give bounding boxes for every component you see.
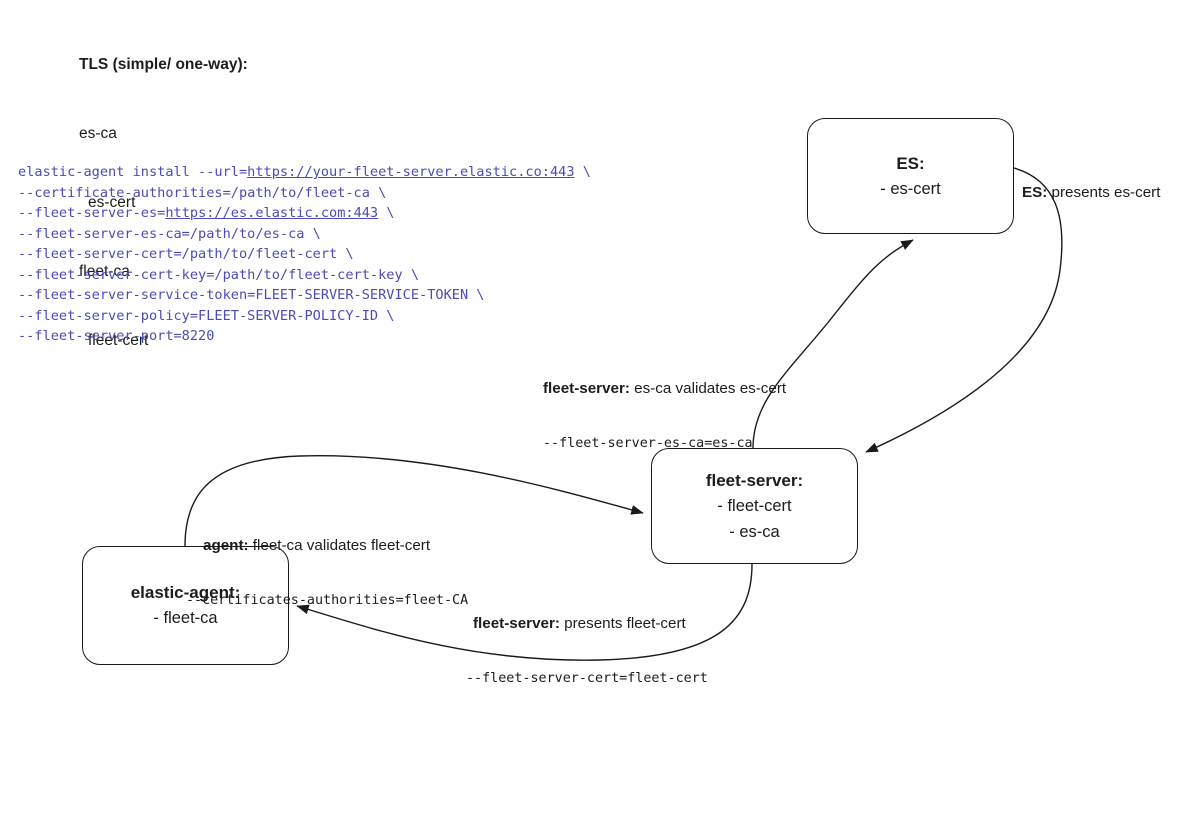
install-command-line-5: --fleet-server-cert=/path/to/fleet-cert … (18, 244, 591, 265)
tls-legend-item-fleet-ca: fleet-ca (79, 263, 130, 280)
node-fleet-server-line-2: - es-ca (729, 522, 780, 541)
edge-label-es-presents: ES: presents es-cert (1022, 145, 1160, 240)
edge-label-fleet-presents-mono: --fleet-server-cert=fleet-cert (466, 671, 708, 686)
edge-label-fleet-validates-rest: es-ca validates es-cert (629, 380, 787, 397)
install-command-text: elastic-agent install --url= (18, 164, 248, 180)
install-command-line-2: --certificate-authorities=/path/to/fleet… (18, 183, 591, 204)
node-es[interactable]: ES: - es-cert (807, 118, 1014, 234)
install-command-line-1: elastic-agent install --url=https://your… (18, 162, 591, 183)
node-fleet-server-title: fleet-server: (705, 470, 804, 490)
install-command-text: --fleet-server-policy=FLEET-SERVER-POLIC… (18, 307, 395, 324)
install-command-line-9: --fleet-server-port=8220 (18, 326, 591, 347)
edge-label-fleet-validates: fleet-server: es-ca validates es-cert --… (543, 343, 786, 490)
install-command-text: --fleet-server-es= (18, 205, 166, 221)
edge-label-fleet-presents: fleet-server: presents fleet-cert --flee… (466, 578, 708, 725)
node-elastic-agent[interactable]: elastic-agent: - fleet-ca (82, 546, 289, 665)
install-command-text: \ (574, 164, 591, 180)
edge-label-fleet-presents-bold: fleet-server: (473, 615, 560, 632)
node-fleet-server[interactable]: fleet-server: - fleet-cert - es-ca (651, 448, 858, 564)
install-command-line-7: --fleet-server-service-token=FLEET-SERVE… (18, 285, 591, 306)
node-elastic-agent-title: elastic-agent: (130, 583, 241, 602)
install-command-text: --fleet-server-port=8220 (18, 328, 215, 344)
edge-label-agent-validates-text: agent: fleet-ca validates fleet-cert (203, 536, 468, 555)
install-command-link[interactable]: https://your-fleet-server.elastic.co:443 (247, 164, 575, 180)
edge-label-es-presents-bold: ES: (1022, 184, 1048, 201)
edge-label-fleet-validates-text: fleet-server: es-ca validates es-cert (543, 379, 786, 398)
install-command-line-3: --fleet-server-es=https://es.elastic.com… (18, 203, 591, 224)
edge-label-fleet-presents-rest: presents fleet-cert (559, 615, 686, 632)
install-command-text: --fleet-server-es-ca=/path/to/es-ca \ (18, 225, 321, 242)
install-command-block: elastic-agent install --url=https://your… (18, 162, 591, 347)
edge-label-agent-validates-rest: fleet-ca validates fleet-cert (248, 537, 431, 554)
edge-label-es-presents-text: ES: presents es-cert (1022, 183, 1160, 202)
install-command-text: \ (378, 205, 395, 221)
install-command-text: --certificate-authorities=/path/to/fleet… (18, 184, 387, 201)
install-command-text: --fleet-server-service-token=FLEET-SERVE… (18, 287, 485, 303)
install-command-link[interactable]: https://es.elastic.com:443 (165, 205, 379, 221)
install-command-line-6: --fleet-server-cert-key=/path/to/fleet-c… (18, 265, 591, 286)
edge-label-agent-validates: agent: fleet-ca validates fleet-cert --c… (186, 500, 468, 647)
edge-label-fleet-validates-mono: --fleet-server-es-ca=es-ca (543, 436, 753, 451)
edge-label-agent-validates-bold: agent: (203, 537, 249, 554)
node-es-title: ES: (896, 153, 925, 173)
tls-legend-item-es-cert: es-cert (88, 194, 136, 211)
edge-label-fleet-validates-bold: fleet-server: (543, 380, 630, 397)
tls-legend-item-es-ca: es-ca (79, 125, 117, 142)
node-elastic-agent-line-1: - fleet-ca (153, 609, 218, 627)
edge-label-es-presents-rest: presents es-cert (1047, 184, 1161, 201)
tls-legend-item-fleet-cert: fleet-cert (88, 332, 149, 349)
node-fleet-server-line-1: - fleet-cert (717, 496, 792, 515)
tls-legend: TLS (simple/ one-way): es-ca es-cert fle… (79, 7, 248, 398)
install-command-line-8: --fleet-server-policy=FLEET-SERVER-POLIC… (18, 306, 591, 327)
edge-label-fleet-presents-text: fleet-server: presents fleet-cert (473, 614, 708, 633)
install-command-text: --fleet-server-cert-key=/path/to/fleet-c… (18, 266, 420, 283)
tls-legend-title: TLS (simple/ one-way): (79, 56, 248, 73)
install-command-line-4: --fleet-server-es-ca=/path/to/es-ca \ (18, 224, 591, 245)
install-command-text: --fleet-server-cert=/path/to/fleet-cert … (18, 246, 354, 262)
edge-label-agent-validates-mono: --certificates-authorities=fleet-CA (186, 593, 469, 608)
node-es-line-1: - es-cert (880, 179, 941, 198)
